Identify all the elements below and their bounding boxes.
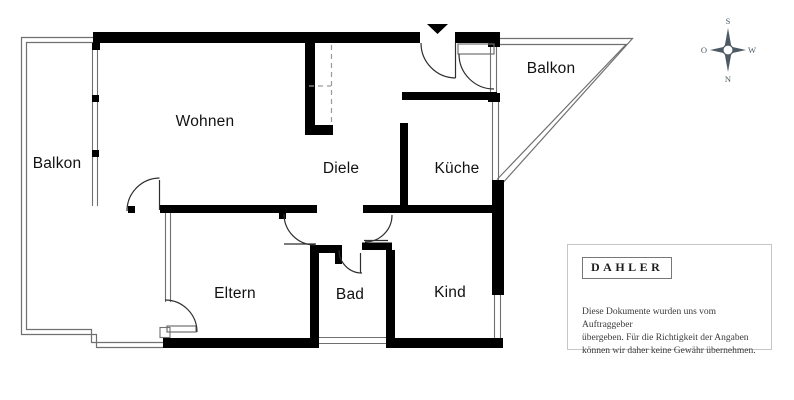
wall xyxy=(160,205,317,213)
door-arc xyxy=(126,177,160,212)
room-label-diele: Diele xyxy=(322,160,360,177)
disclaimer-line-3: können wir daher keine Gewähr übernehmen… xyxy=(582,346,756,356)
door-arc xyxy=(420,42,456,79)
door-arc xyxy=(164,299,198,333)
disclaimer-panel: DAHLER Diese Dokumente wurden uns vom Au… xyxy=(567,244,772,356)
disclaimer-text: Diese Dokumente wurden uns vom Auftragge… xyxy=(582,306,761,358)
room-label-eltern: Eltern xyxy=(214,285,256,302)
wall xyxy=(402,92,497,100)
door-leaf xyxy=(166,325,197,333)
wall xyxy=(400,123,408,213)
window-post xyxy=(92,95,99,102)
wall xyxy=(363,205,497,213)
door-arc xyxy=(338,249,363,274)
room-label-kind: Kind xyxy=(434,284,466,301)
door-frame-stub xyxy=(128,206,135,213)
door-frame-stub xyxy=(279,213,286,219)
dahler-logo: DAHLER xyxy=(582,257,673,279)
balcony-outline-left xyxy=(20,36,163,349)
door-arc xyxy=(283,213,316,246)
door-leaf xyxy=(457,43,495,55)
entrance-marker-icon xyxy=(427,24,448,34)
room-label-wohnen: Wohnen xyxy=(175,113,235,130)
room-label-bad: Bad xyxy=(335,286,365,303)
wall xyxy=(455,32,500,43)
window-post xyxy=(92,43,100,50)
room-label-kueche: Küche xyxy=(434,160,480,177)
compass-hub xyxy=(722,44,734,56)
compass-icon: S N O W xyxy=(701,16,756,84)
wall xyxy=(163,338,315,348)
dashed-opening-line xyxy=(309,45,333,125)
wall xyxy=(362,242,392,250)
door-arc xyxy=(458,53,495,90)
window-post xyxy=(92,150,99,157)
walls xyxy=(92,32,504,348)
disclaimer-line-1: Diese Dokumente wurden uns vom Auftragge… xyxy=(582,307,717,330)
wall xyxy=(492,180,504,295)
wall xyxy=(317,245,342,253)
wall xyxy=(310,245,319,348)
compass-label-right: W xyxy=(748,45,756,55)
compass-label-top: S xyxy=(726,16,731,26)
wall xyxy=(488,93,500,102)
wall xyxy=(488,32,500,47)
wall xyxy=(386,250,395,348)
room-label-balkon-top-right: Balkon xyxy=(526,60,576,77)
window-lines xyxy=(91,47,502,345)
disclaimer-line-2: übergeben. Für die Richtigkeit der Angab… xyxy=(582,333,749,343)
compass-label-bottom: N xyxy=(725,74,731,84)
doors xyxy=(126,42,495,333)
balcony-outline-top-right xyxy=(490,37,634,186)
door-arc xyxy=(364,214,393,243)
compass-label-left: O xyxy=(701,45,707,55)
wall xyxy=(305,43,315,135)
room-label-balkon-left: Balkon xyxy=(32,155,82,172)
wall xyxy=(335,253,342,264)
wall xyxy=(395,338,503,348)
wall xyxy=(93,32,420,43)
wall xyxy=(305,125,333,135)
